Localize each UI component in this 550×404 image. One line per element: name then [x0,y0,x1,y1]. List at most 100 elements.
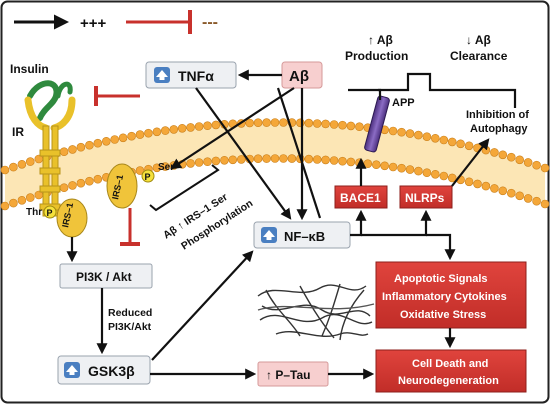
lipid-head [17,160,27,169]
lipid-head [0,165,10,175]
lipid-head [262,154,271,163]
ptau-label: ↑ P–Tau [266,368,310,382]
nlrps-label: NLRPs [405,191,445,205]
lipid-head [388,126,398,136]
lipid-head [25,193,35,202]
lipid-head [203,121,212,130]
lipid-head [515,191,525,201]
abeta-to-nfkb-cross-arrow [276,87,322,219]
signals-line3: Oxidative Stress [400,309,486,321]
signals-line2: Inflammatory Cytokines [382,291,507,303]
bace1-label: BACE1 [340,191,381,205]
nfkb-node: NF–κB [253,221,351,249]
lipid-head [422,168,432,177]
death-node: Cell Death and Neurodegeneration [375,349,527,393]
lipid-head [329,120,339,129]
lipid-head [144,128,153,138]
lipid-head [211,120,221,130]
lipid-head [93,138,103,148]
lipid-head [380,161,390,171]
nfkb-to-signals-line [426,233,456,261]
svg-text:P: P [145,172,151,182]
lipid-head [237,155,246,164]
ser-label: Ser [158,162,174,173]
lipid-head [152,163,162,173]
death-line2: Neurodegeneration [398,375,499,387]
lipid-head [194,158,204,167]
lipid-head [321,119,330,129]
lipid-head [397,163,406,173]
lipid-head [186,123,195,132]
lipid-head [17,196,27,205]
lipid-head [203,157,212,166]
bace1-node: BACE1 [334,185,388,209]
ptau-node: ↑ P–Tau [257,361,329,387]
lipid-head [228,155,238,165]
lipid-head [76,178,86,188]
lipid-head [152,127,162,137]
lipid-head [220,156,229,165]
ir-label: IR [12,125,24,139]
lipid-head [506,152,516,162]
signals-line1: Apoptotic Signals [394,273,488,285]
pi3k-node: PI3K / Akt [59,263,153,289]
app-label: APP [392,97,415,109]
lipid-head [329,156,339,165]
nlrps-node: NLRPs [399,185,453,209]
lipid-head [490,148,499,157]
lipid-head [127,131,136,141]
thr-label: Thr [26,207,42,218]
lipid-head [279,118,288,127]
lipid-head [177,124,187,133]
lipid-head [110,135,119,144]
lipid-head [68,181,77,190]
lipid-head [355,158,364,167]
autophagy-1: Inhibition of [466,109,529,121]
production-clearance: ↑ Aβ Production ↓ Aβ Clearance Inhibitio… [345,33,529,135]
lipid-head [405,165,415,174]
lipid-head [346,121,356,131]
death-line1: Cell Death and [412,358,488,370]
legend: +++ --- [14,10,218,34]
lipid-head [161,126,170,135]
lipid-head [498,150,508,160]
irs1-right-oval [106,163,138,209]
lipid-head [194,122,204,131]
lipid-head [388,162,398,172]
lipid-head [161,162,170,171]
abeta-clearance-1: ↓ Aβ [466,33,491,47]
lipid-head [355,122,364,131]
reduced-1: Reduced [108,307,152,319]
lipid-head [523,158,533,167]
lipid-head [540,199,550,209]
lipid-head [9,198,18,208]
lipid-head [540,163,550,173]
lipid-head [371,160,381,169]
lipid-head [186,159,195,168]
lipid-head [76,142,86,152]
lipid-head [68,145,77,154]
lipid-head [506,188,516,198]
legend-activation-label: +++ [80,15,107,32]
lipid-head [135,166,145,175]
insulin-label: Insulin [10,62,49,76]
lipid-head [321,155,330,165]
lipid-head [414,166,423,176]
irs1-thr-node: Thr P IRS–1 [26,198,88,238]
lipid-head [169,125,179,134]
abeta-clearance-2: Clearance [450,49,508,63]
pathway-arrows [66,69,517,380]
abeta-label: Aβ [289,68,309,85]
lipid-head [338,156,347,166]
lipid-head [439,171,449,181]
nlrps-to-autophagy-arrow [451,138,490,187]
lipid-head [312,155,322,164]
lipid-head [473,179,482,189]
lipid-head [102,137,111,146]
lipid-head [346,157,356,167]
lipid-head [532,196,541,206]
lipid-head [0,201,10,211]
lipid-head [304,154,314,164]
lipid-head [422,132,432,141]
